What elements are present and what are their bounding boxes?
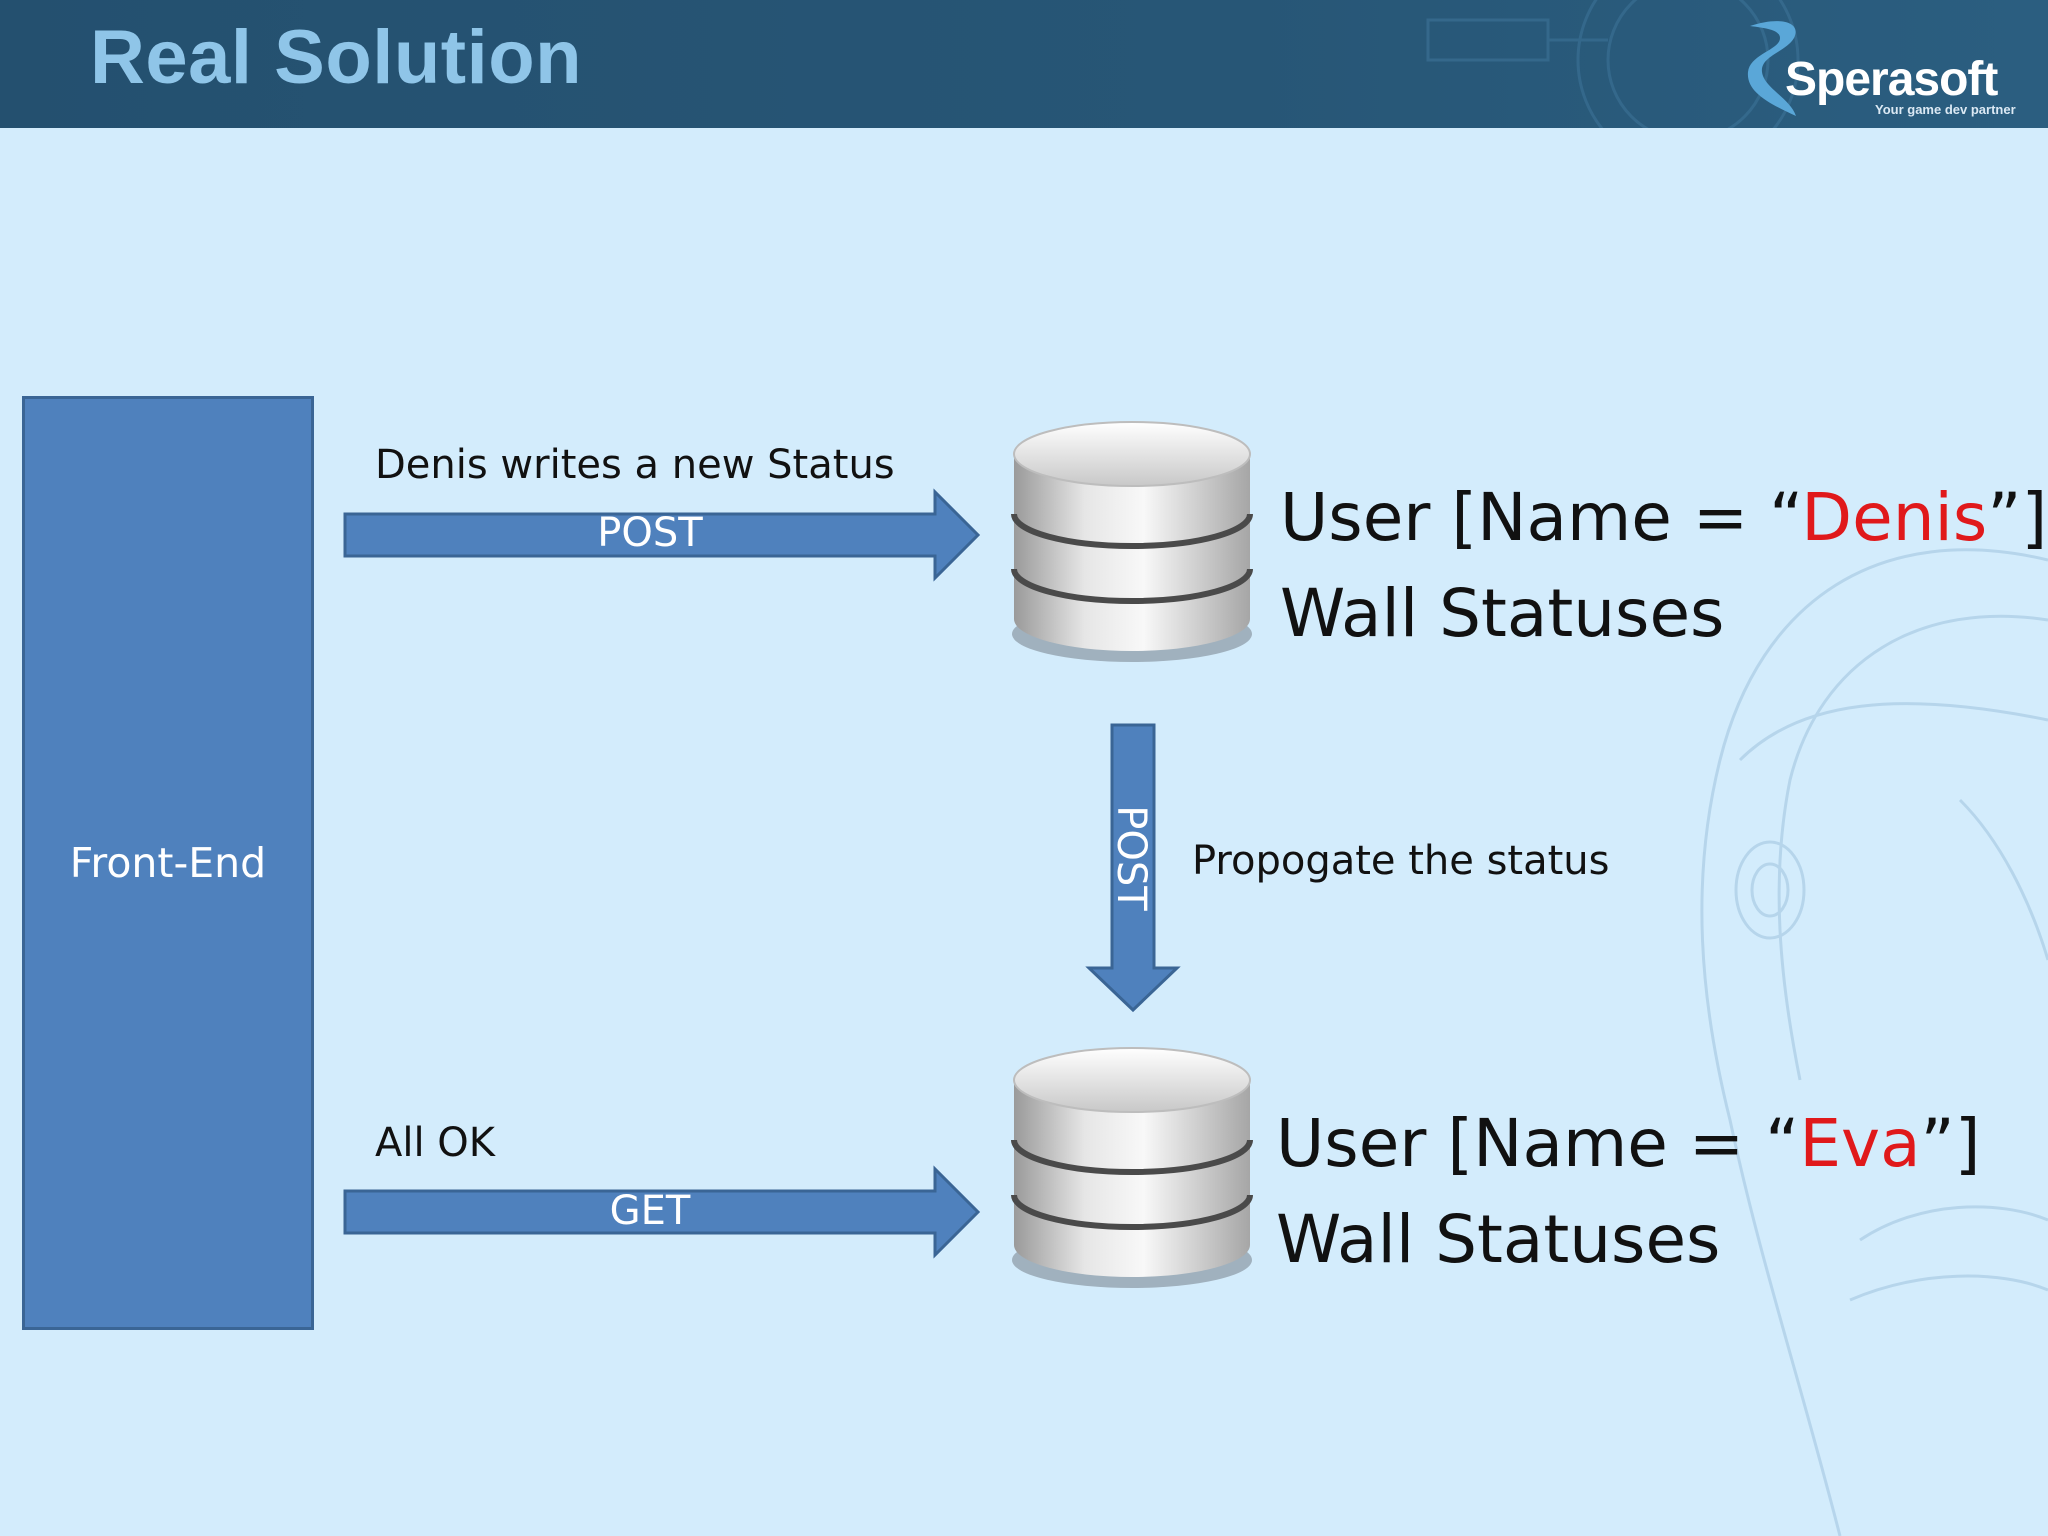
db-bottom-username: Eva (1799, 1105, 1921, 1182)
db-bottom-label: User [Name = “Eva”] Wall Statuses (1276, 1096, 1981, 1288)
logo-wordmark: Sperasoft (1785, 53, 1998, 106)
db-top-line2: Wall Statuses (1280, 575, 1725, 652)
bottom-flow-note: All OK (375, 1120, 496, 1166)
top-flow-note: Denis writes a new Status (375, 442, 895, 488)
db-bottom-prefix: User [Name = “ (1276, 1105, 1800, 1182)
db-top-label: User [Name = “Denis”] Wall Statuses (1280, 470, 2047, 662)
post-arrow-right (343, 488, 981, 582)
db-bottom-user-line: User [Name = “Eva”] (1276, 1096, 1981, 1192)
propagate-arrow-down (1085, 723, 1181, 1013)
header-bar: Real Solution Sperasoft Your game dev pa… (0, 0, 2048, 128)
db-top-suffix: ”] (1987, 479, 2048, 556)
database-top-icon (1012, 422, 1252, 662)
database-bottom-icon (1012, 1048, 1252, 1288)
slide-title: Real Solution (90, 15, 583, 100)
frontend-label: Front-End (69, 839, 267, 887)
db-bottom-line2: Wall Statuses (1276, 1201, 1721, 1278)
db-top-user-line: User [Name = “Denis”] (1280, 470, 2047, 566)
db-top-username: Denis (1801, 479, 1988, 556)
frontend-box: Front-End (22, 396, 314, 1330)
logo-swoosh-icon (1747, 21, 1796, 116)
propagate-note: Propogate the status (1192, 838, 1610, 884)
header-gear-art (1426, 0, 1800, 128)
post-arrow-label: POST (597, 510, 703, 556)
get-arrow-label: GET (609, 1188, 691, 1234)
sperasoft-logo: Sperasoft Your game dev partner (1740, 12, 2030, 120)
db-top-prefix: User [Name = “ (1280, 479, 1802, 556)
get-arrow-right (343, 1165, 981, 1259)
logo-tagline: Your game dev partner (1875, 102, 2016, 117)
db-bottom-suffix: ”] (1920, 1105, 1981, 1182)
